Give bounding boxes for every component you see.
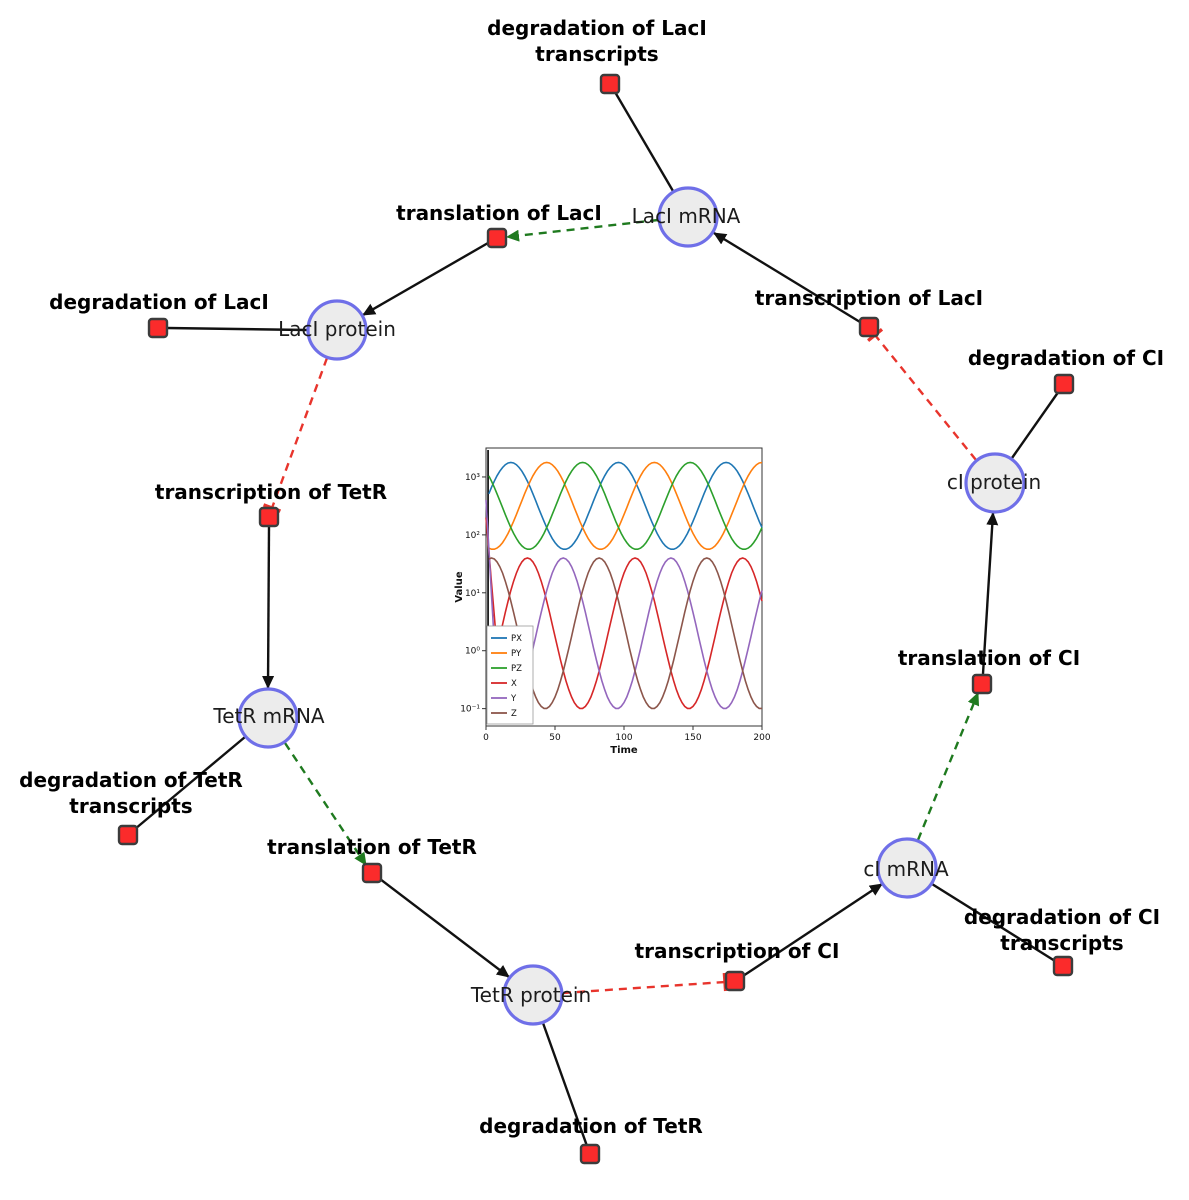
edge-laci-protein-inhibits-transcription-tetr (262, 357, 329, 513)
reaction-node-translation-tetr[interactable] (361, 862, 383, 884)
edge-ci-protein-to-degradation-ci (1011, 390, 1060, 459)
reaction-node-translation-laci[interactable] (486, 227, 508, 249)
x-tick-label: 50 (549, 733, 561, 743)
series-Z-line (488, 557, 762, 710)
reaction-node-transcription-tetr[interactable] (258, 506, 280, 528)
series-X-line (485, 517, 763, 710)
x-axis-label: Time (610, 745, 638, 756)
reaction-node-degradation-ci-transcripts[interactable] (1052, 955, 1074, 977)
x-tick-label: 100 (615, 733, 632, 743)
reaction-node-degradation-ci[interactable] (1053, 373, 1075, 395)
y-tick-label: 10³ (465, 473, 480, 483)
x-tick-label: 200 (753, 733, 770, 743)
edge-ci-protein-inhibits-transcription-laci (866, 328, 977, 461)
edge-laci-mrna-to-degradation-transcripts (613, 91, 675, 192)
edge-laci-protein-to-degradation-laci (166, 326, 308, 332)
edge-translation-ci-to-ci-protein (981, 512, 999, 675)
reaction-node-translation-ci[interactable] (971, 673, 993, 695)
series-PY-line (488, 461, 763, 550)
reaction-node-degradation-laci-transcripts[interactable] (599, 73, 621, 95)
legend-label-Y: Y (510, 694, 517, 704)
y-tick-label: 10¹ (465, 589, 480, 599)
x-tick-label: 150 (684, 733, 701, 743)
y-axis-label: Value (454, 571, 465, 602)
edge-translation-laci-to-laci-protein (362, 241, 489, 317)
edge-ci-mrna-modifier-translation-ci (916, 692, 980, 841)
edge-ci-mrna-to-degradation-transcripts (931, 882, 1056, 963)
series-PX-line (488, 461, 763, 550)
reaction-node-transcription-ci[interactable] (724, 970, 746, 992)
edge-transcription-laci-to-laci-mrna (713, 231, 861, 324)
reaction-node-degradation-tetr-transcripts[interactable] (117, 824, 139, 846)
edge-tetr-protein-to-degradation-tetr (541, 1022, 589, 1147)
species-node-laci-protein[interactable] (306, 299, 368, 361)
legend-label-PX: PX (511, 634, 522, 644)
edge-tetr-mrna-modifier-translation-tetr (284, 742, 367, 866)
legend-label-PY: PY (511, 649, 522, 659)
reaction-node-degradation-tetr[interactable] (579, 1143, 601, 1165)
legend-label-X: X (511, 679, 517, 689)
reaction-node-transcription-laci[interactable] (858, 316, 880, 338)
edge-laci-mrna-modifier-translation-laci (506, 218, 659, 242)
y-tick-label: 10⁰ (465, 647, 480, 657)
x-tick-label: 0 (483, 733, 489, 743)
y-tick-label: 10² (465, 531, 480, 541)
legend-label-PZ: PZ (511, 664, 522, 674)
species-node-ci-protein[interactable] (964, 452, 1026, 514)
legend-label-Z: Z (511, 709, 517, 719)
series-PZ-line (488, 461, 763, 550)
edge-tetr-protein-inhibits-transcription-ci (562, 972, 728, 995)
edge-tetr-mrna-to-degradation-transcripts (134, 736, 246, 830)
legend-box (486, 625, 534, 725)
edge-translation-tetr-to-tetr-protein (379, 878, 510, 978)
species-node-tetr-protein[interactable] (502, 964, 564, 1026)
species-node-ci-mrna[interactable] (876, 837, 938, 899)
edge-transcription-tetr-to-tetr-mrna (262, 526, 275, 689)
y-tick-label: 10⁻¹ (460, 705, 480, 715)
species-node-tetr-mrna[interactable] (237, 687, 299, 749)
edge-transcription-ci-to-ci-mrna (742, 882, 883, 978)
reaction-node-degradation-laci[interactable] (147, 317, 169, 339)
species-node-laci-mrna[interactable] (657, 186, 719, 248)
